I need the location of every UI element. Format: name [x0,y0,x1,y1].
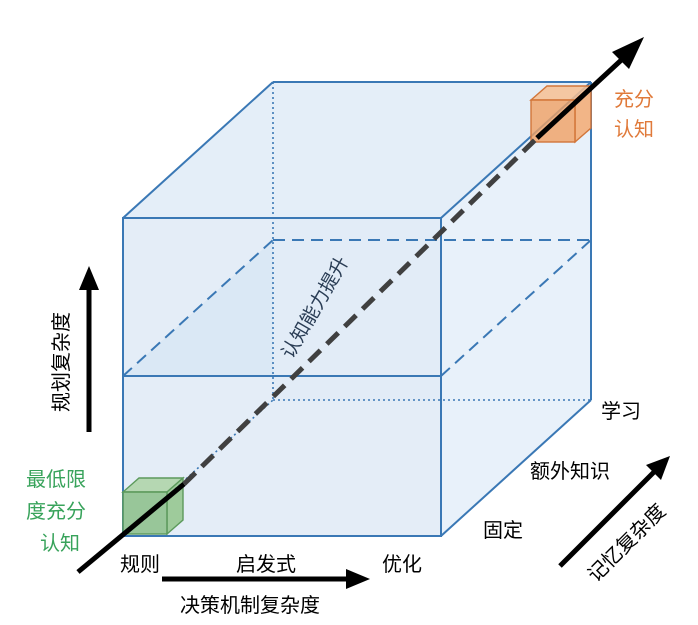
min-cognition-label-3: 认知 [40,531,80,555]
decision-label-optimize: 优化 [382,552,422,576]
cube-mid-plane [122,239,592,377]
decision-label-heuristic: 启发式 [236,552,296,576]
planning-complexity-label: 规划复杂度 [49,312,73,412]
diagonal-arrow-end [535,50,632,140]
memory-label-learn: 学习 [601,399,641,423]
diagonal-arrow-dashed [182,136,539,486]
decision-complexity-label: 决策机制复杂度 [180,593,320,617]
planning-axis-arrowhead [79,266,99,290]
decision-label-rule: 规则 [120,552,160,576]
memory-complexity-label: 记忆复杂度 [583,499,671,587]
cube-top-face [123,82,591,218]
min-cognition-label-1: 最低限 [26,467,86,491]
memory-label-fixed: 固定 [483,518,523,542]
full-cognition-label-2: 认知 [614,117,654,141]
decision-axis-arrowhead [346,569,370,589]
cube-hidden-edges [122,82,591,537]
full-cognition-label-1: 充分 [614,87,654,111]
cube-edges [122,81,592,537]
min-cognition-label-2: 度充分 [26,499,86,523]
memory-axis-arrow [558,467,659,568]
diagonal-arrow-start [76,482,186,574]
memory-axis-arrowhead [646,456,670,480]
memory-label-extra: 额外知识 [530,459,610,483]
diagonal-arrow-head [612,37,644,69]
